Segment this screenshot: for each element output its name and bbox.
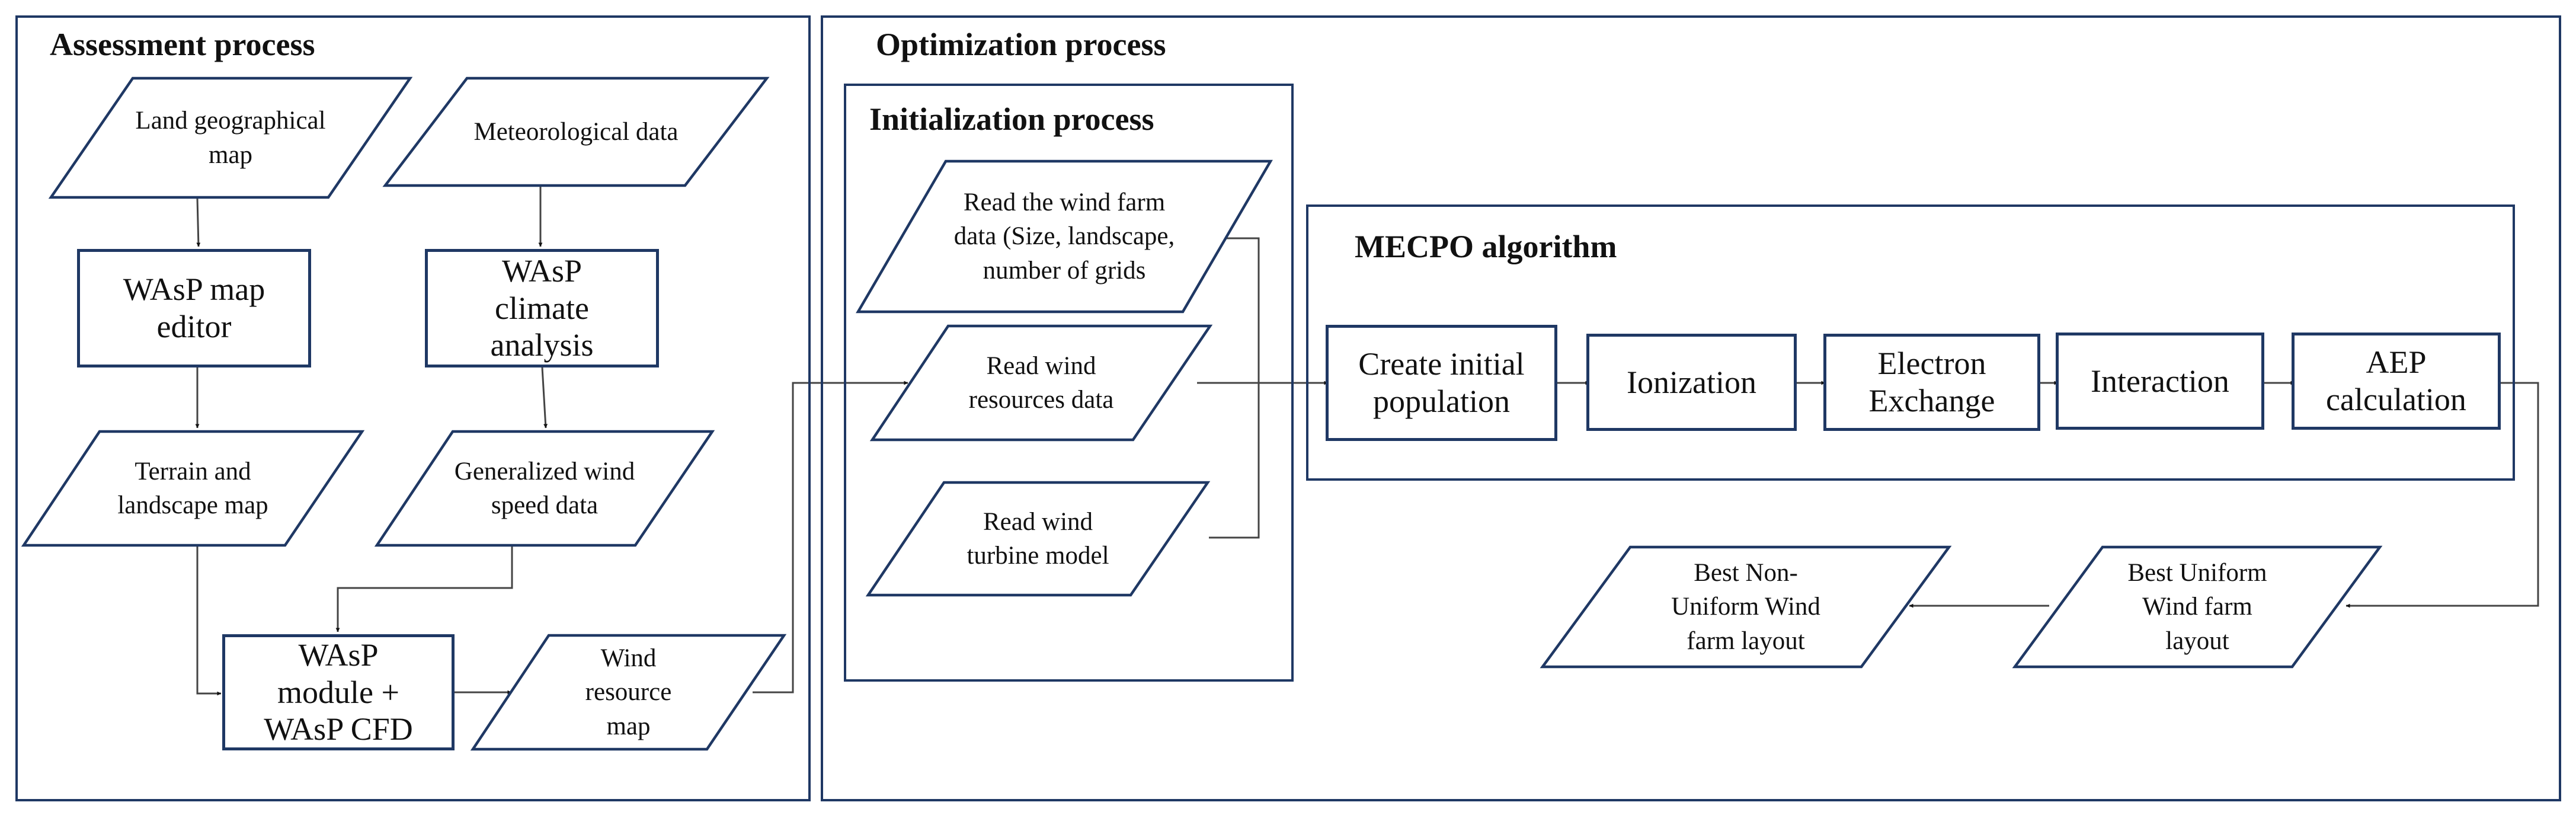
ionization-label: Ionization (1627, 364, 1756, 400)
read-turbine-label: Read wind turbine model (967, 507, 1109, 570)
optimization-title: Optimization process (876, 27, 1166, 62)
terrain-map-label: Terrain and landscape map (117, 457, 268, 519)
electron-exchange-label: Electron Exchange (1868, 346, 1995, 418)
assessment-panel (15, 15, 811, 801)
read-resources-label: Read wind resources data (968, 351, 1114, 414)
meteo-data-label: Meteorological data (473, 117, 679, 146)
ionization-node: Ionization (1586, 334, 1797, 431)
read-turbine-node: Read wind turbine model (865, 481, 1211, 597)
meteo-data-node: Meteorological data (382, 76, 770, 187)
climate-analysis-node: WAsP climate analysis (425, 249, 659, 367)
aep-calculation-node: AEP calculation (2292, 333, 2501, 430)
terrain-map-node: Terrain and landscape map (21, 430, 365, 547)
read-farm-data-node: Read the wind farm data (Size, landscape… (856, 159, 1273, 314)
wind-resource-map-label: Wind resource map (585, 644, 672, 740)
map-editor-label: WAsP map editor (123, 271, 265, 344)
land-map-label: Land geographical map (135, 107, 326, 169)
wasp-module-label: WAsP module + WAsP CFD (264, 637, 413, 747)
climate-analysis-label: WAsP climate analysis (490, 253, 594, 363)
land-map-node: Land geographical map (48, 76, 413, 199)
initialization-panel (844, 84, 1294, 682)
mecpo-title: MECPO algorithm (1355, 229, 1617, 264)
create-population-label: Create initial population (1358, 346, 1525, 419)
gen-wind-speed-label: Generalized wind speed data (454, 457, 635, 519)
assessment-title: Assessment process (50, 27, 315, 62)
best-uniform-label: Best Uniform Wind farm layout (2127, 559, 2267, 655)
initialization-title: Initialization process (869, 101, 1154, 137)
mecpo-panel (1306, 204, 2515, 481)
create-population-node: Create initial population (1326, 325, 1557, 441)
best-uniform-node: Best Uniform Wind farm layout (2012, 545, 2383, 669)
best-nonuniform-node: Best Non-Uniform Wind farm layout (1540, 545, 1952, 669)
gen-wind-speed-node: Generalized wind speed data (374, 430, 715, 547)
optimization-panel (821, 15, 2561, 801)
read-resources-node: Read wind resources data (869, 324, 1213, 442)
aep-calculation-label: AEP calculation (2326, 344, 2466, 417)
wasp-module-node: WAsP module + WAsP CFD (222, 634, 455, 750)
interaction-label: Interaction (2091, 363, 2229, 399)
wind-resource-map-node: Wind resource map (470, 634, 787, 751)
electron-exchange-node: Electron Exchange (1823, 334, 2040, 431)
map-editor-node: WAsP map editor (77, 249, 311, 367)
read-farm-data-label: Read the wind farm data (Size, landscape… (953, 188, 1175, 285)
best-nonuniform-label: Best Non-Uniform Wind farm layout (1671, 559, 1820, 655)
interaction-node: Interaction (2056, 333, 2264, 430)
